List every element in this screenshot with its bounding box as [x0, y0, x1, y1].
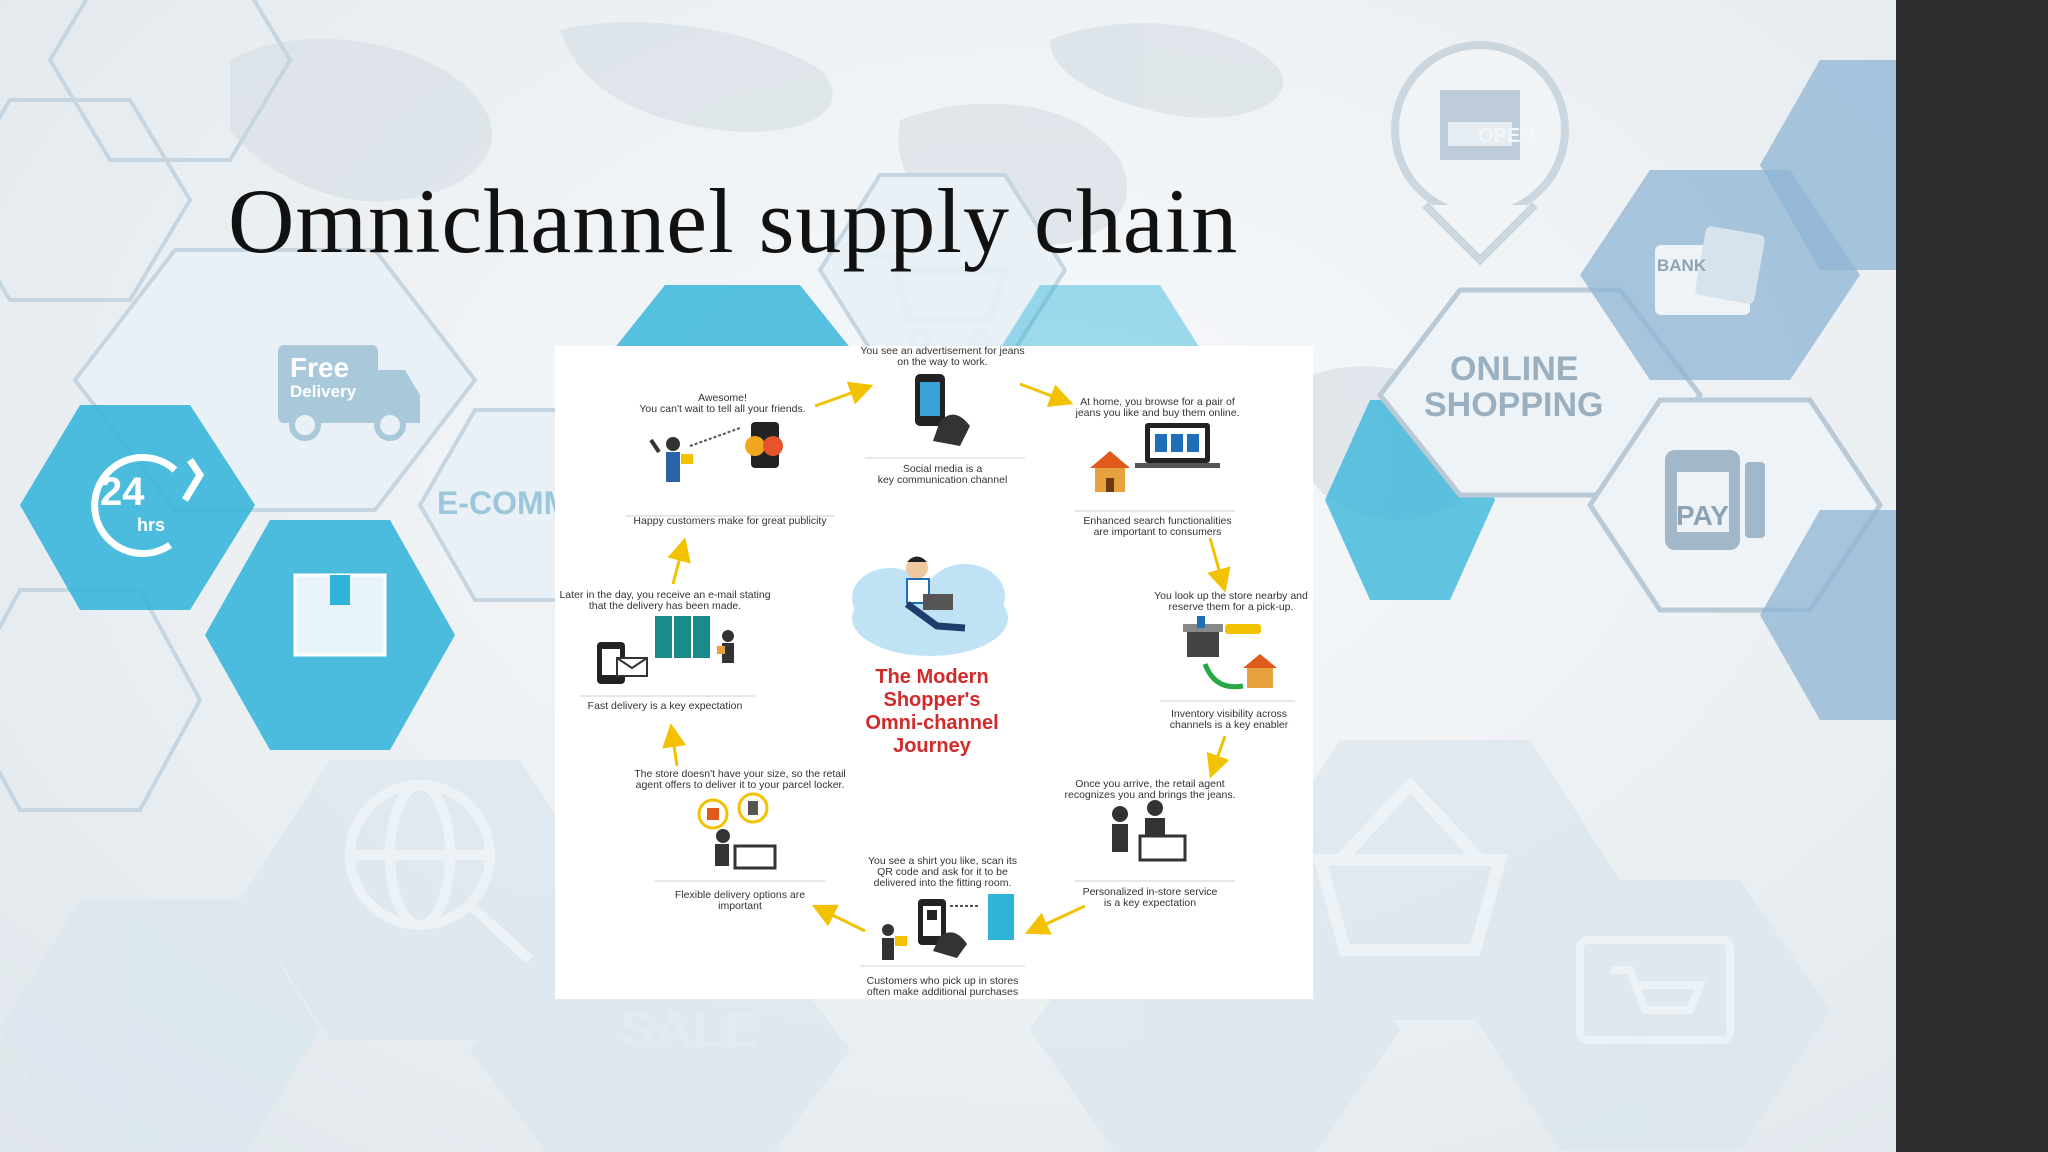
step-8-note: Happy customers make for great publicity [615, 516, 845, 527]
bg-label-online: ONLINE [1450, 350, 1579, 388]
step-3-note-line-2: channels is a key enabler [1169, 719, 1289, 731]
store-open-icon [1391, 41, 1569, 266]
step-7-note: Fast delivery is a key expectation [570, 701, 760, 712]
step-6-note-line-1: Flexible delivery options are [674, 889, 806, 901]
bank-card-icon [1655, 226, 1765, 315]
step-6-note-line-2: important [718, 900, 762, 912]
emoji-icon [649, 422, 783, 482]
smartphone-icon [915, 374, 970, 446]
step-4-note: Personalized in-store service is a key e… [1060, 887, 1240, 909]
step-5-caption-line-3: delivered into the fitting room. [873, 877, 1012, 889]
bg-label-delivery: Delivery [290, 382, 357, 401]
step-6-caption-line-2: agent offers to deliver it to your parce… [635, 779, 845, 791]
step-2-note-line-2: are important to consumers [1093, 526, 1222, 538]
globe-search-icon [345, 780, 534, 964]
step-6-note: Flexible delivery options are important [650, 890, 830, 912]
cart-icon [860, 251, 1011, 352]
step-2-caption-line-2: jeans you like and buy them online. [1075, 407, 1240, 419]
step-8-note-line-1: Happy customers make for great publicity [633, 515, 827, 527]
shopkeeper-icon [1112, 800, 1187, 862]
step-7-caption: Later in the day, you receive an e-mail … [555, 590, 775, 612]
center-title-line-1: The Modern [875, 666, 989, 688]
center-title-line-2: Shopper's [883, 689, 981, 711]
bg-label-ecomm: E-COMM [437, 485, 571, 521]
cloud-person-icon [852, 556, 1008, 656]
step-7-caption-line-2: that the delivery has been made. [588, 600, 742, 612]
bg-label-pay: PAY [1676, 500, 1729, 531]
bg-label-24: 24 [100, 470, 145, 514]
hex-24h [20, 405, 255, 610]
step-8-caption-line-2: You can't wait to tell all your friends. [639, 403, 806, 415]
basket-icon [1312, 776, 1508, 956]
center-title-line-4: Journey [893, 735, 971, 757]
step-1-note: Social media is a key communication chan… [855, 464, 1030, 486]
bg-label-shopping: SHOPPING [1424, 386, 1604, 424]
step-3-caption-line-1: You look up the store nearby and [1154, 590, 1308, 602]
step-8-caption: Awesome! You can't wait to tell all your… [620, 393, 825, 415]
step-6-caption-line-1: The store doesn't have your size, so the… [634, 768, 846, 780]
step-3-caption: You look up the store nearby and reserve… [1149, 591, 1313, 613]
bg-label-hrs: hrs [137, 515, 166, 535]
box-icon [293, 573, 387, 657]
omnichannel-infographic: The Modern Shopper's Omni-channel Journe… [555, 346, 1313, 999]
phone-24h-icon [91, 454, 205, 558]
bg-label-open: OPEN [1478, 125, 1535, 147]
store-route-icon [1183, 616, 1277, 690]
pay-phone-icon [1665, 450, 1765, 550]
journey-arrows [662, 381, 1231, 935]
step-3-note-line-1: Inventory visibility across [1170, 708, 1288, 720]
bg-label-free: Free [290, 352, 350, 383]
step-2-note-line-1: Enhanced search functionalities [1083, 515, 1232, 527]
step-6-caption: The store doesn't have your size, so the… [620, 769, 860, 791]
step-4-note-line-1: Personalized in-store service [1082, 886, 1218, 898]
center-title-line-3: Omni-channel [865, 712, 999, 734]
step-4-caption-line-2: recognizes you and brings the jeans. [1064, 789, 1236, 801]
step-2-caption: At home, you browse for a pair of jeans … [1065, 397, 1250, 419]
step-1-note-line-2: key communication channel [877, 474, 1008, 486]
step-5-note-line-2: often make additional purchases [866, 986, 1019, 998]
step-3-caption-line-2: reserve them for a pick-up. [1168, 601, 1294, 613]
truck-icon [278, 345, 420, 441]
bg-label-bank: BANK [1657, 256, 1707, 275]
step-4-caption: Once you arrive, the retail agent recogn… [1055, 779, 1245, 801]
step-2-caption-line-1: At home, you browse for a pair of [1080, 396, 1235, 408]
step-4-note-line-2: is a key expectation [1103, 897, 1197, 909]
bg-label-sale: SALE [620, 1001, 759, 1059]
email-icon [597, 642, 648, 684]
step-1-note-line-1: Social media is a [902, 463, 983, 475]
step-5-caption-line-2: QR code and ask for it to be [877, 866, 1008, 878]
step-5-caption: You see a shirt you like, scan its QR co… [855, 856, 1030, 889]
slide: Free Delivery 24 hrs E-COMM OPEN ONLINE … [0, 0, 1896, 1152]
step-7-note-line-1: Fast delivery is a key expectation [587, 700, 743, 712]
step-1-caption-line-1: You see an advertisement for jeans [860, 345, 1025, 357]
step-2-note: Enhanced search functionalities are impo… [1065, 516, 1250, 538]
step-4-caption-line-1: Once you arrive, the retail agent [1075, 778, 1225, 790]
step-5-caption-line-1: You see a shirt you like, scan its [867, 855, 1018, 867]
house-icon [1090, 451, 1130, 492]
locker-icon [655, 616, 734, 663]
slide-title: Omnichannel supply chain [228, 170, 1239, 272]
infographic-center-title: The Modern Shopper's Omni-channel Journe… [847, 666, 1017, 758]
delivery-options-icon [697, 792, 777, 870]
step-1-caption: You see an advertisement for jeans on th… [855, 346, 1030, 368]
presentation-side-bar [1896, 0, 2048, 1152]
step-8-caption-line-1: Awesome! [698, 392, 747, 404]
step-5-note: Customers who pick up in stores often ma… [850, 976, 1035, 998]
step-1-caption-line-2: on the way to work. [897, 356, 988, 368]
laptop-icon [1135, 423, 1220, 468]
infographic-artwork [580, 374, 1295, 967]
qr-scan-icon [882, 894, 1014, 960]
step-5-note-line-1: Customers who pick up in stores [866, 975, 1019, 987]
step-3-note: Inventory visibility across channels is … [1149, 709, 1309, 731]
step-7-caption-line-1: Later in the day, you receive an e-mail … [559, 589, 771, 601]
